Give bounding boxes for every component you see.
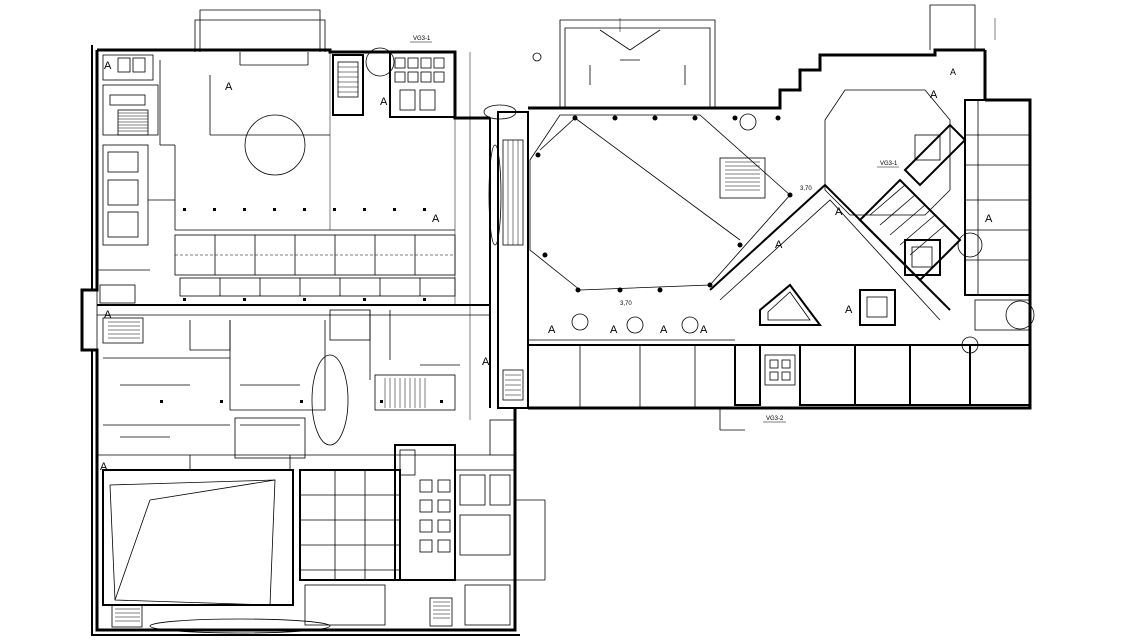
east-wing [528,4,1035,431]
core-diagonal [858,178,962,326]
atrium [529,114,791,291]
section-marker: A [950,67,956,77]
connector-corridor [483,104,529,456]
dimension-ticks [329,18,996,420]
ellipse-feature [311,354,349,446]
section-marker: A [104,60,112,72]
section-label-north: VG3-1 [413,36,431,42]
section-marker: A [700,324,708,336]
section-marker: A [104,309,112,321]
section-marker: A [482,356,490,368]
octagon-room [824,89,951,216]
section-marker: A [432,213,440,225]
section-marker: A [775,239,783,251]
section-marker: A [835,206,843,218]
toilet-block-north [394,57,445,111]
section-markers: A A A A A A A A A A A A A A A A A [100,60,993,473]
section-marker: A [660,324,668,336]
section-marker: A [548,324,556,336]
section-marker: A [610,324,618,336]
section-marker: A [845,304,853,316]
section-marker: A [930,89,938,101]
column-grid-west [160,208,443,403]
column-grid-atrium [535,115,793,293]
section-marker: A [380,96,388,108]
section-marker: A [100,461,108,473]
section-marker: A [225,81,233,93]
round-feature [244,114,306,176]
stair-nw [118,112,148,132]
section-label-east: VG3-1 [880,161,898,167]
dimension-label-b: 3,70 [800,186,812,192]
section-marker: A [985,213,993,225]
stair-central [384,378,426,408]
annotation-labels: VG3-1 VG3-1 VG3-2 3,70 3,70 [410,36,899,423]
section-label-south: VG3-2 [766,416,784,422]
dimension-label-a: 3,70 [620,301,632,307]
west-wing [80,9,546,636]
